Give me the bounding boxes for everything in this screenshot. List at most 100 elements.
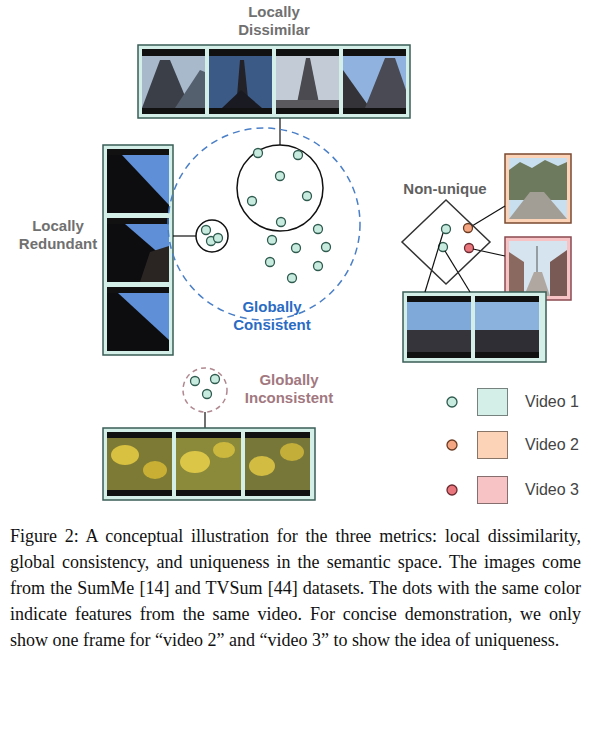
feature-dot — [248, 197, 257, 206]
flower-shape — [249, 456, 275, 476]
feature-dot — [268, 236, 277, 245]
legend-swatch — [477, 476, 508, 504]
frame-strip — [138, 45, 410, 118]
outline-diamond — [402, 200, 490, 284]
flower-shape — [111, 445, 139, 465]
frame-sky — [475, 302, 539, 330]
feature-dots — [191, 375, 220, 399]
feature-dot — [465, 244, 474, 253]
dashed-circle: Globally Inconsistent — [181, 366, 331, 414]
legend-dot — [447, 397, 457, 407]
video-frame — [475, 296, 539, 358]
feature-dot — [303, 192, 312, 201]
tower-shape — [343, 70, 370, 108]
frame-strip-node: Locally Redundant — [16, 145, 173, 355]
frame-sky — [407, 302, 471, 330]
legend-label: Video 2 — [525, 435, 579, 455]
crowd-shape — [475, 330, 539, 352]
frame-strip — [103, 145, 173, 355]
feature-dot — [294, 151, 303, 160]
frame-strip — [403, 292, 546, 362]
node-label: Non-unique — [398, 180, 492, 198]
feature-dot — [276, 172, 285, 181]
feature-dot — [203, 390, 212, 399]
frame-strip — [103, 428, 315, 500]
feature-dot — [214, 234, 223, 243]
video-frame — [176, 432, 241, 496]
feature-dot — [191, 377, 200, 386]
frame-image — [107, 438, 172, 490]
frame-sky — [107, 293, 169, 351]
legend-swatch — [477, 431, 508, 459]
frame-sky — [276, 56, 339, 108]
tower-shape — [175, 70, 205, 108]
flower-shape — [143, 461, 167, 479]
frame-sky — [509, 241, 567, 296]
video-frame — [343, 49, 406, 114]
legend-swatch — [477, 388, 508, 416]
feature-dot — [314, 262, 323, 271]
frame-sky — [343, 56, 406, 108]
outline-circle — [183, 368, 227, 412]
legend-dot — [447, 440, 457, 450]
bridge-shape — [107, 224, 169, 282]
building-shape — [550, 250, 567, 296]
bridge-shape — [140, 246, 169, 282]
feature-dots — [202, 149, 331, 283]
video-frame — [142, 49, 205, 114]
bridge-shape — [107, 293, 169, 351]
feature-dot — [202, 226, 211, 235]
pole-shape — [537, 246, 538, 272]
tower-shape — [222, 90, 262, 108]
video-frame — [407, 296, 471, 358]
road-shape — [509, 192, 567, 219]
leader-line — [173, 235, 196, 236]
feature-dots — [439, 225, 451, 252]
frame-image — [176, 438, 241, 490]
flower-shape — [213, 442, 235, 458]
tower-shape — [365, 58, 406, 108]
feature-dot — [254, 149, 263, 158]
node-label: Globally Inconsistent — [243, 371, 335, 407]
building-shape — [509, 252, 524, 296]
legend-label: Video 3 — [525, 480, 579, 500]
legend-dot — [447, 485, 457, 495]
dashed-circle: Globally Consistent — [166, 126, 362, 322]
leader-line — [279, 118, 280, 145]
cluster-circle — [237, 145, 323, 231]
decision-diamond: Non-unique — [398, 180, 492, 284]
photo-frame — [505, 237, 571, 300]
video-frame — [245, 432, 310, 496]
flower-shape — [180, 451, 210, 473]
video-frame — [209, 49, 272, 114]
leader-line — [204, 412, 205, 428]
video-frame — [107, 432, 172, 496]
flower-shape — [280, 443, 304, 461]
feature-dot — [266, 258, 275, 267]
frame-image — [245, 438, 310, 490]
video-frame — [276, 49, 339, 114]
frame-sky — [209, 56, 272, 108]
outline-circle — [168, 128, 360, 320]
frame-sky — [107, 224, 169, 282]
feature-dot — [211, 375, 220, 384]
node-outline — [166, 126, 362, 322]
node-label: Globally Consistent — [224, 298, 320, 334]
bridge-shape — [107, 155, 169, 213]
frame-sky — [107, 155, 169, 213]
frame-ground — [276, 100, 339, 108]
legend-label: Video 1 — [525, 392, 579, 412]
feature-dot — [442, 225, 451, 234]
cluster-circle — [196, 220, 228, 252]
leader-line — [472, 206, 505, 226]
feature-dot — [288, 274, 297, 283]
leader-line — [473, 249, 505, 256]
video-frame — [107, 287, 169, 351]
video-frame — [107, 218, 169, 282]
node-label: Locally Dissimilar — [226, 3, 322, 39]
feature-dot — [292, 244, 301, 253]
crowd-shape — [407, 330, 471, 352]
frame-sky — [142, 56, 205, 108]
photo-frame — [505, 154, 571, 223]
